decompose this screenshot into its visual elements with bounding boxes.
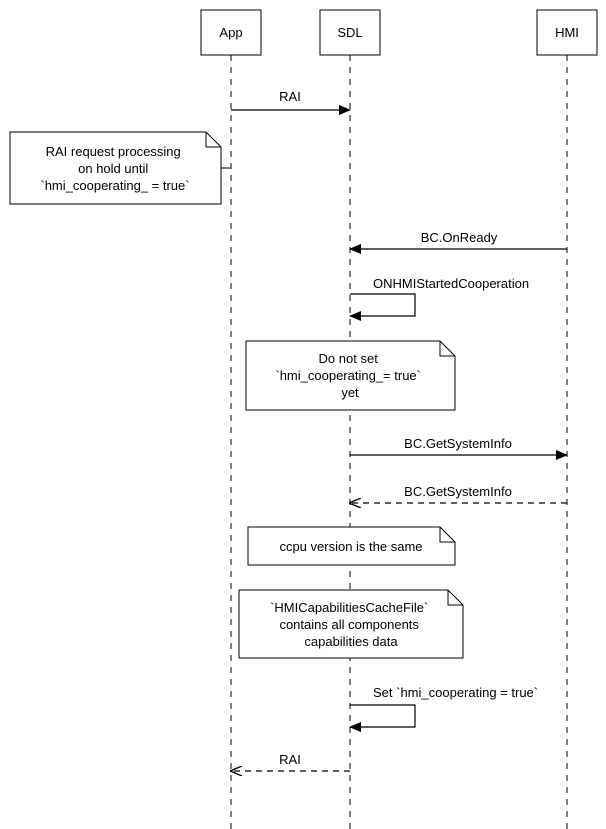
message-on-hmi-started-cooperation-label: ONHMIStartedCooperation [373,276,529,291]
participant-sdl-label: SDL [337,25,362,40]
message-set-hmi-cooperating: Set `hmi_cooperating = true` [349,685,538,732]
message-bc-on-ready-label: BC.OnReady [421,230,498,245]
note-do-not-set-line-2: `hmi_cooperating_= true` [275,368,421,383]
message-rai-response-label: RAI [279,752,301,767]
note-cache-file-line-3: capabilities data [304,634,398,649]
participant-sdl: SDL [319,9,381,56]
note-cache-file-text: `HMICapabilitiesCacheFile` contains all … [270,600,432,649]
note-rai-on-hold-line-3: `hmi_cooperating_ = true` [40,178,189,193]
participant-hmi-label: HMI [555,25,579,40]
note-cache-file: `HMICapabilitiesCacheFile` contains all … [238,589,464,659]
message-rai-response: RAI [231,752,350,771]
participant-hmi: HMI [536,9,598,56]
message-rai-request-label: RAI [279,89,301,104]
note-cache-file-line-2: contains all components [279,617,419,632]
note-do-not-set: Do not set `hmi_cooperating_= true` yet [245,340,456,411]
message-get-system-info-request-label: BC.GetSystemInfo [404,436,512,451]
message-on-hmi-started-cooperation: ONHMIStartedCooperation [349,276,529,321]
message-get-system-info-response: BC.GetSystemInfo [350,484,567,503]
note-ccpu-same: ccpu version is the same [247,526,456,566]
message-set-hmi-cooperating-label: Set `hmi_cooperating = true` [373,685,538,700]
note-do-not-set-line-3: yet [341,385,359,400]
note-cache-file-line-1: `HMICapabilitiesCacheFile` [270,600,428,615]
note-rai-on-hold: RAI request processing on hold until `hm… [9,131,231,205]
note-rai-on-hold-line-2: on hold until [78,161,148,176]
participant-app-label: App [219,25,242,40]
message-get-system-info-request: BC.GetSystemInfo [350,436,568,460]
message-bc-on-ready: BC.OnReady [349,230,567,254]
participant-app: App [200,9,262,56]
message-rai-request: RAI [231,89,351,115]
message-get-system-info-response-label: BC.GetSystemInfo [404,484,512,499]
note-do-not-set-text: Do not set `hmi_cooperating_= true` yet [275,351,424,400]
note-ccpu-same-text: ccpu version is the same [279,539,422,554]
note-rai-on-hold-text: RAI request processing on hold until `hm… [40,144,189,193]
note-do-not-set-line-1: Do not set [319,351,379,366]
note-ccpu-same-line-1: ccpu version is the same [279,539,422,554]
note-rai-on-hold-line-1: RAI request processing [46,144,181,159]
